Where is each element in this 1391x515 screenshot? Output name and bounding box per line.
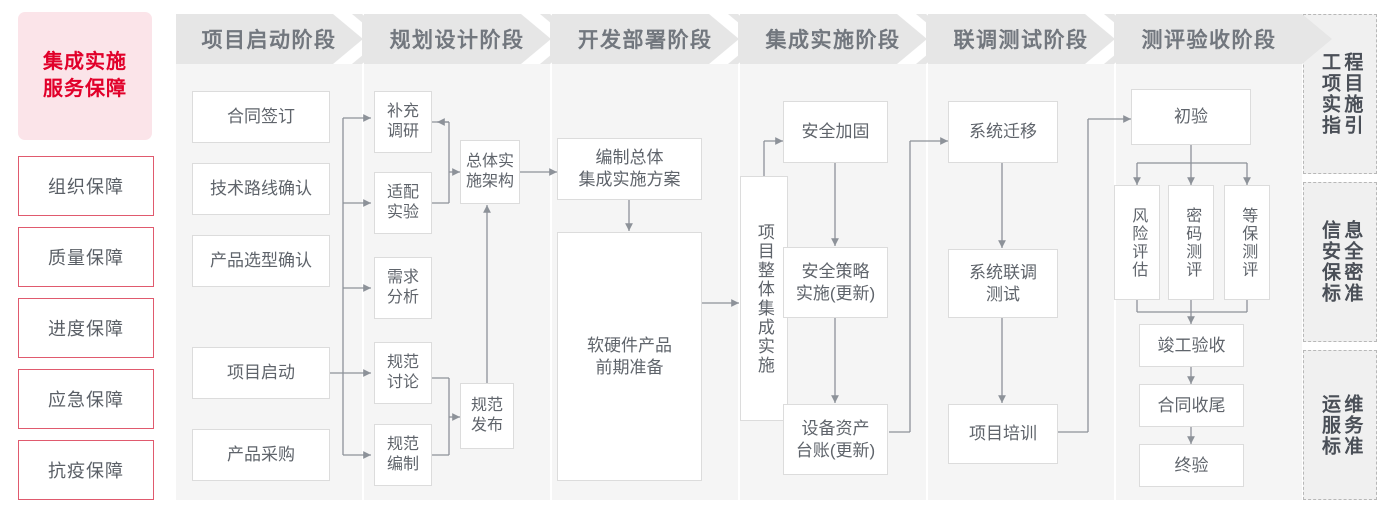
right-panel-label-right: 程目施引 — [1341, 52, 1363, 136]
sidebar-item-label: 抗疫保障 — [48, 461, 124, 481]
node-adaptation-experiment[interactable]: 适配实验 — [374, 172, 432, 234]
stage-title: 项目启动阶段 — [201, 29, 337, 52]
node-mlps-evaluation[interactable]: 等保测评 — [1224, 185, 1270, 300]
sidebar-item-label: 应急保障 — [48, 390, 124, 410]
node-system-joint-test[interactable]: 系统联调测试 — [948, 249, 1058, 318]
stage-title: 开发部署阶段 — [577, 29, 713, 52]
stage-header-test[interactable]: 联调测试阶段 — [928, 14, 1114, 64]
sidebar-item-schedule[interactable]: 进度保障 — [18, 298, 154, 358]
node-standard-drafting[interactable]: 规范编制 — [374, 424, 432, 486]
right-panel-label-right: 维务准 — [1341, 393, 1363, 457]
stage-title: 测评验收阶段 — [1141, 29, 1277, 52]
node-system-migration[interactable]: 系统迁移 — [948, 101, 1058, 163]
node-label: 总体实施架构 — [465, 152, 514, 190]
stage-title: 集成实施阶段 — [765, 29, 901, 52]
node-label: 产品选型确认 — [210, 251, 312, 271]
node-label: 补充调研 — [386, 102, 419, 140]
node-preliminary-acceptance[interactable]: 初验 — [1131, 89, 1251, 145]
node-label: 软硬件产品前期准备 — [587, 335, 672, 377]
node-draft-overall-integration-plan[interactable]: 编制总体集成实施方案 — [557, 138, 702, 200]
sidebar-title: 集成实施 服务保障 — [18, 12, 152, 140]
node-requirement-analysis[interactable]: 需求分析 — [374, 257, 432, 319]
stage-title: 联调测试阶段 — [953, 29, 1089, 52]
stage-header-deploy[interactable]: 开发部署阶段 — [552, 14, 738, 64]
node-label: 编制总体集成实施方案 — [578, 148, 681, 189]
node-label: 终验 — [1174, 455, 1209, 475]
stage-header-accept[interactable]: 测评验收阶段 — [1116, 14, 1302, 64]
node-asset-ledger-update[interactable]: 设备资产台账(更新) — [783, 404, 888, 475]
node-label: 规范发布 — [470, 396, 503, 434]
node-label: 合同收尾 — [1157, 395, 1226, 415]
node-cryptography-evaluation[interactable]: 密码测评 — [1168, 185, 1214, 300]
node-project-kickoff[interactable]: 项目启动 — [192, 347, 330, 399]
node-label: 初验 — [1174, 107, 1208, 127]
sidebar-title-line2: 服务保障 — [43, 78, 127, 100]
sidebar-item-organization[interactable]: 组织保障 — [18, 156, 154, 216]
node-label: 规范讨论 — [386, 353, 419, 391]
node-risk-assessment[interactable]: 风险评估 — [1114, 185, 1160, 300]
stage-title: 规划设计阶段 — [389, 29, 525, 52]
node-tech-route-confirm[interactable]: 技术路线确认 — [192, 163, 330, 215]
node-label: 产品采购 — [227, 445, 295, 465]
node-label: 风险评估 — [1129, 206, 1147, 279]
stage-header-start[interactable]: 项目启动阶段 — [176, 14, 362, 64]
node-label: 密码测评 — [1183, 206, 1201, 279]
sidebar-item-label: 进度保障 — [48, 319, 124, 339]
node-label: 技术路线确认 — [210, 179, 312, 199]
node-contract-closure[interactable]: 合同收尾 — [1139, 384, 1244, 427]
node-label: 需求分析 — [386, 268, 419, 306]
node-security-policy-update[interactable]: 安全策略实施(更新) — [783, 247, 888, 318]
node-label: 合同签订 — [227, 107, 295, 127]
node-label: 设备资产台账(更新) — [795, 418, 876, 460]
right-panel-label-left: 工项实指 — [1319, 52, 1340, 136]
node-label: 竣工验收 — [1157, 335, 1226, 355]
node-label: 适配实验 — [386, 183, 419, 221]
node-product-selection-confirm[interactable]: 产品选型确认 — [192, 235, 330, 287]
node-supplementary-research[interactable]: 补充调研 — [374, 91, 432, 153]
right-panel-ops-service-standard[interactable]: 运服标 维务准 — [1303, 350, 1377, 500]
node-contract-signing[interactable]: 合同签订 — [192, 91, 330, 143]
node-label: 系统迁移 — [969, 122, 1037, 142]
node-completion-acceptance[interactable]: 竣工验收 — [1139, 324, 1244, 367]
node-product-procurement[interactable]: 产品采购 — [192, 429, 330, 481]
sidebar-item-emergency[interactable]: 应急保障 — [18, 369, 154, 429]
node-standard-release[interactable]: 规范发布 — [460, 383, 514, 449]
sidebar-item-quality[interactable]: 质量保障 — [18, 227, 154, 287]
sidebar-item-label: 质量保障 — [48, 248, 124, 268]
stage-header-plan[interactable]: 规划设计阶段 — [364, 14, 550, 64]
sidebar-item-label: 组织保障 — [48, 177, 124, 197]
node-label: 安全加固 — [801, 122, 870, 142]
node-label: 等保测评 — [1239, 206, 1257, 279]
sidebar-item-epidemic[interactable]: 抗疫保障 — [18, 440, 154, 500]
node-label: 安全策略实施(更新) — [795, 261, 876, 303]
node-label: 项目启动 — [227, 363, 295, 383]
node-label: 项目整体集成实施 — [754, 222, 774, 375]
node-label: 项目培训 — [969, 424, 1037, 444]
sidebar-title-line1: 集成实施 — [43, 51, 127, 73]
node-project-training[interactable]: 项目培训 — [948, 404, 1058, 464]
node-overall-project-integration[interactable]: 项目整体集成实施 — [740, 176, 788, 421]
node-overall-implementation-architecture[interactable]: 总体实施架构 — [460, 140, 520, 204]
right-panel-label-left: 运服标 — [1319, 393, 1340, 457]
right-panel-label-right: 息全密准 — [1341, 220, 1363, 304]
stage-header-integrate[interactable]: 集成实施阶段 — [740, 14, 926, 64]
node-label: 规范编制 — [386, 435, 419, 473]
node-final-acceptance[interactable]: 终验 — [1139, 444, 1244, 487]
node-standard-discussion[interactable]: 规范讨论 — [374, 342, 432, 404]
right-panel-label-left: 信安保标 — [1319, 220, 1340, 304]
node-security-hardening[interactable]: 安全加固 — [783, 101, 888, 163]
node-label: 系统联调测试 — [969, 262, 1037, 304]
node-hw-sw-preparation[interactable]: 软硬件产品前期准备 — [557, 232, 702, 481]
right-panel-infosec-standard[interactable]: 信安保标 息全密准 — [1303, 182, 1377, 342]
